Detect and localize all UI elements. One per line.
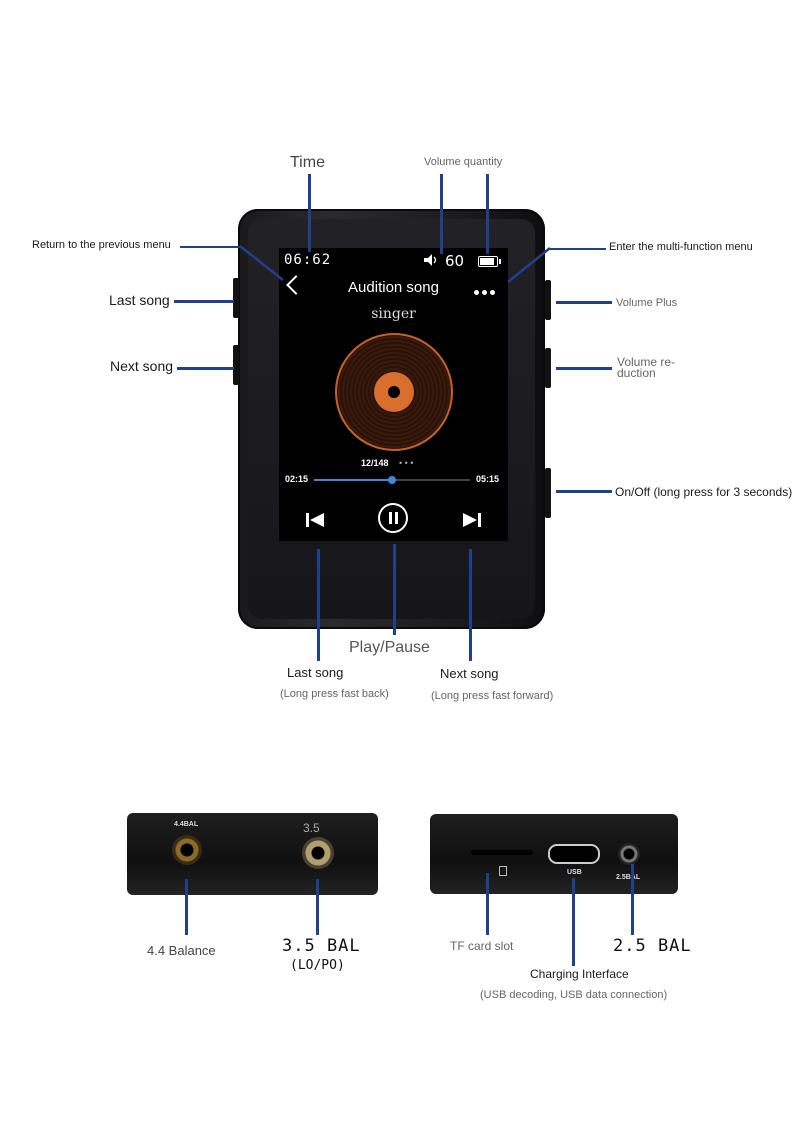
right-button-volume-plus[interactable] (545, 280, 551, 320)
leader-next-song-bottom (469, 549, 472, 661)
leader-volume-b (486, 174, 489, 254)
label-on-off: On/Off (long press for 3 seconds) (615, 485, 793, 499)
label-next-song-side: Next song (110, 358, 174, 374)
label-25-bal: 2.5 BAL (613, 936, 692, 956)
sd-card-icon (499, 866, 507, 876)
next-track-icon[interactable] (463, 513, 481, 527)
print-usb: USB (567, 869, 582, 876)
tf-slot-icon (471, 850, 533, 855)
jack-35-icon (302, 837, 334, 869)
leader-usb (572, 878, 575, 966)
label-volume-plus: Volume Plus (616, 297, 678, 309)
label-last-song-side: Last song (109, 292, 170, 308)
right-button-volume-reduction[interactable] (545, 348, 551, 388)
progress-fill (314, 479, 392, 481)
bottom-edge-panel: USB 2.5BAL (430, 814, 678, 894)
leader-last-song-bottom (317, 549, 320, 661)
leader-25 (631, 864, 634, 935)
disc-label (374, 372, 414, 412)
label-tf-card: TF card slot (450, 939, 514, 953)
left-button-next-song[interactable] (233, 345, 239, 385)
status-time: 06:62 (284, 252, 332, 268)
total-time: 05:15 (476, 474, 500, 484)
leader-tf (486, 873, 489, 935)
label-time: Time (290, 154, 325, 171)
leader-play-pause (393, 544, 396, 635)
label-35-bal: 3.5 BAL (282, 936, 361, 956)
leader-volume-a (440, 174, 443, 254)
label-next-song-bottom: Next song (440, 666, 499, 681)
label-charging-sub: (USB decoding, USB data connection) (480, 989, 668, 1001)
leader-35 (316, 879, 319, 935)
pause-icon[interactable] (378, 503, 408, 533)
label-volume-reduction-1: Volume re- (617, 355, 676, 369)
label-next-song-sub: (Long press fast forward) (431, 690, 554, 702)
leader-44 (185, 879, 188, 935)
print-35: 3.5 (303, 821, 320, 835)
right-button-power[interactable] (545, 468, 551, 518)
print-44bal: 4.4BAL (174, 821, 199, 828)
label-last-song-sub: (Long press fast back) (280, 688, 389, 700)
vinyl-disc-icon (335, 333, 453, 451)
left-button-last-song[interactable] (233, 278, 239, 318)
label-charging: Charging Interface (530, 967, 629, 981)
leader-volume-reduction (556, 367, 612, 370)
label-44-balance: 4.4 Balance (147, 943, 216, 958)
more-menu-icon[interactable] (474, 284, 498, 298)
leader-enter-diag (507, 247, 551, 283)
speaker-icon (424, 254, 437, 266)
previous-track-icon[interactable] (306, 513, 324, 527)
label-35-sub: (LO/PO) (290, 958, 345, 973)
player-screen: 06:62 60 Audition song singer 12/148 • •… (279, 248, 508, 541)
page-indicator-dots: • • • (399, 458, 414, 468)
leader-volume-plus (556, 301, 612, 304)
label-last-song-bottom: Last song (287, 665, 344, 680)
top-edge-panel: 4.4BAL 3.5 (127, 813, 378, 895)
leader-next-song-side (177, 367, 234, 370)
label-volume-quantity: Volume quantity (424, 156, 503, 168)
track-count: 12/148 (361, 458, 389, 468)
disc-hole (388, 386, 400, 398)
leader-last-song-side (174, 300, 234, 303)
label-volume-reduction-2: duction (617, 366, 656, 380)
label-enter-menu: Enter the multi-function menu (609, 241, 753, 253)
print-25bal: 2.5BAL (616, 874, 641, 881)
leader-return-h (180, 246, 242, 248)
usb-c-port-icon (548, 844, 600, 864)
label-return-menu: Return to the previous menu (32, 239, 171, 251)
jack-25-icon (618, 843, 640, 865)
song-title: Audition song (348, 279, 439, 296)
leader-enter-h (548, 248, 606, 250)
elapsed-time: 02:15 (285, 474, 309, 484)
progress-knob[interactable] (388, 476, 396, 484)
leader-on-off (556, 490, 612, 493)
label-play-pause: Play/Pause (349, 639, 430, 656)
status-volume: 60 (445, 252, 465, 270)
jack-44-icon (172, 835, 202, 865)
leader-time (308, 174, 311, 252)
progress-bar[interactable] (314, 476, 470, 484)
battery-icon (478, 256, 501, 267)
singer-name: singer (371, 306, 416, 322)
leader-return-diag (239, 245, 284, 281)
